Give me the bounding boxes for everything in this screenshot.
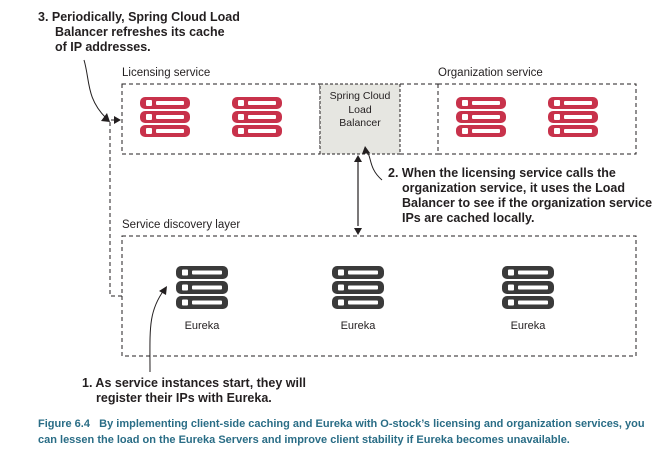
licensing-server-icon-2 bbox=[232, 97, 282, 137]
callout-step-1-line-1: 1. As service instances start, they will bbox=[82, 376, 306, 390]
callout-step-3-line-3: of IP addresses. bbox=[55, 40, 151, 54]
lb-discovery-arrow-up bbox=[354, 155, 362, 162]
service-discovery-layer-label: Service discovery layer bbox=[122, 219, 241, 231]
organization-service-label: Organization service bbox=[438, 67, 543, 79]
eureka-server-icon-1 bbox=[176, 266, 228, 309]
figure-caption-text: By implementing client-side caching and … bbox=[38, 418, 645, 446]
callout-step-1: 1. As service instances start, they will… bbox=[82, 376, 306, 406]
callout-step-3: 3. Periodically, Spring Cloud Load Balan… bbox=[38, 10, 240, 55]
lb-discovery-arrow-down bbox=[354, 228, 362, 235]
callout-step-3-line-1: 3. Periodically, Spring Cloud Load bbox=[38, 10, 240, 24]
load-balancer-label-line-1: Spring Cloud bbox=[329, 90, 391, 102]
eureka-label-1: Eureka bbox=[184, 320, 220, 332]
load-balancer-label: Spring Cloud Load Balancer bbox=[322, 90, 398, 131]
licensing-service-label: Licensing service bbox=[122, 67, 211, 79]
eureka-server-icon-3 bbox=[502, 266, 554, 309]
callout-step-2-line-4: IPs are cached locally. bbox=[402, 211, 535, 225]
cache-refresh-arrow bbox=[114, 116, 121, 124]
cache-refresh-loop bbox=[109, 119, 122, 297]
eureka-server-icon-2 bbox=[332, 266, 384, 309]
callout-step-1-leader-head bbox=[159, 286, 167, 295]
load-balancer-label-line-3: Balancer bbox=[339, 117, 381, 129]
load-balancer-box bbox=[319, 83, 401, 155]
callout-step-1-leader bbox=[149, 289, 165, 373]
organization-service-box bbox=[437, 83, 637, 155]
callout-step-2: 2. When the licensing service calls the … bbox=[388, 166, 652, 226]
eureka-label-2: Eureka bbox=[340, 320, 376, 332]
figure-caption-number: Figure 6.4 bbox=[38, 418, 90, 430]
callout-step-3-line-2: Balancer refreshes its cache bbox=[55, 25, 225, 39]
callout-step-3-leader bbox=[83, 59, 107, 119]
eureka-label-3: Eureka bbox=[510, 320, 546, 332]
callout-step-2-leader-head bbox=[362, 146, 370, 154]
callout-step-1-line-2: register their IPs with Eureka. bbox=[96, 391, 272, 405]
callout-step-2-line-1: 2. When the licensing service calls the bbox=[388, 166, 616, 180]
organization-server-icon-2 bbox=[548, 97, 598, 137]
load-balancer-label-line-2: Load bbox=[348, 103, 372, 116]
figure-caption: Figure 6.4 By implementing client-side c… bbox=[38, 416, 656, 448]
licensing-server-icon-1 bbox=[140, 97, 190, 137]
organization-server-icon-1 bbox=[456, 97, 506, 137]
callout-step-2-line-3: Balancer to see if the organization serv… bbox=[402, 196, 653, 210]
callout-step-3-leader-head bbox=[101, 113, 110, 122]
callout-step-2-line-2: organization service, it uses the Load bbox=[402, 181, 625, 195]
